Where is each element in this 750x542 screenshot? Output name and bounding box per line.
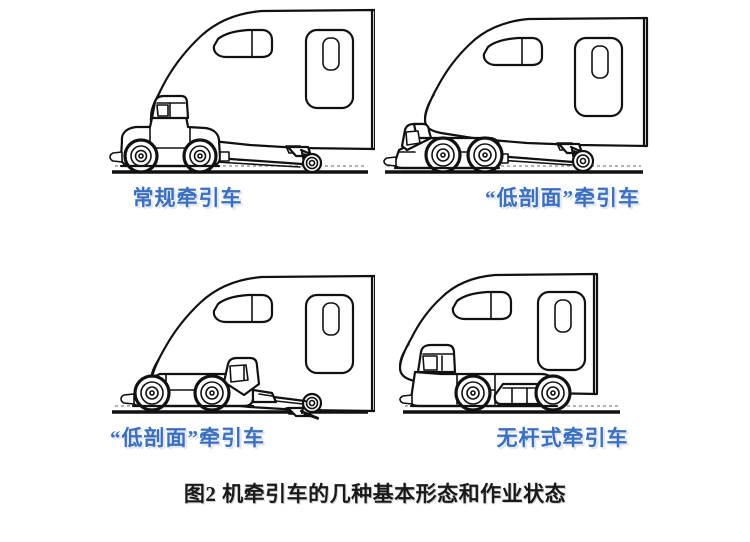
panel-conventional-tug: 常规牵引车 — [0, 0, 375, 225]
illustration-low-profile-tug-front-cab — [383, 16, 649, 174]
panel-low-profile-tug-rear-cab: “低剖面”牵引车 — [0, 262, 375, 487]
panel-label-low-profile-tug-front-cab: “低剖面”牵引车 — [485, 186, 640, 210]
tug-low-profile-rear-cab — [120, 356, 278, 412]
tug-towbarless — [399, 343, 572, 412]
aircraft-nose — [149, 8, 375, 154]
figure-caption: 图2 机牵引车的几种基本形态和作业状态 — [0, 478, 750, 508]
panel-label-low-profile-tug-rear-cab: “低剖面”牵引车 — [110, 426, 265, 450]
towbar — [495, 154, 575, 166]
panel-low-profile-tug-front-cab: “低剖面”牵引车 — [375, 0, 750, 225]
aircraft-nose — [423, 16, 649, 151]
figure-caption-text: 机牵引车的几种基本形态和作业状态 — [222, 482, 567, 506]
towbar — [214, 156, 304, 168]
illustration-towbarless-tug — [398, 272, 620, 414]
figure-caption-number: 图2 — [183, 482, 217, 506]
panel-label-conventional-tug: 常规牵引车 — [132, 186, 243, 210]
nose-landing-gear — [286, 145, 323, 174]
nose-landing-gear — [286, 392, 323, 420]
tug-conventional — [109, 94, 230, 174]
panel-towbarless-tug: 无杆式牵引车 — [375, 262, 750, 487]
panel-label-towbarless-tug: 无杆式牵引车 — [496, 426, 629, 450]
tug-low-profile-front-cab — [383, 122, 509, 174]
illustration-low-profile-tug-rear-cab — [112, 274, 375, 420]
nose-landing-gear — [557, 142, 595, 173]
illustration-conventional-tug — [109, 8, 375, 174]
